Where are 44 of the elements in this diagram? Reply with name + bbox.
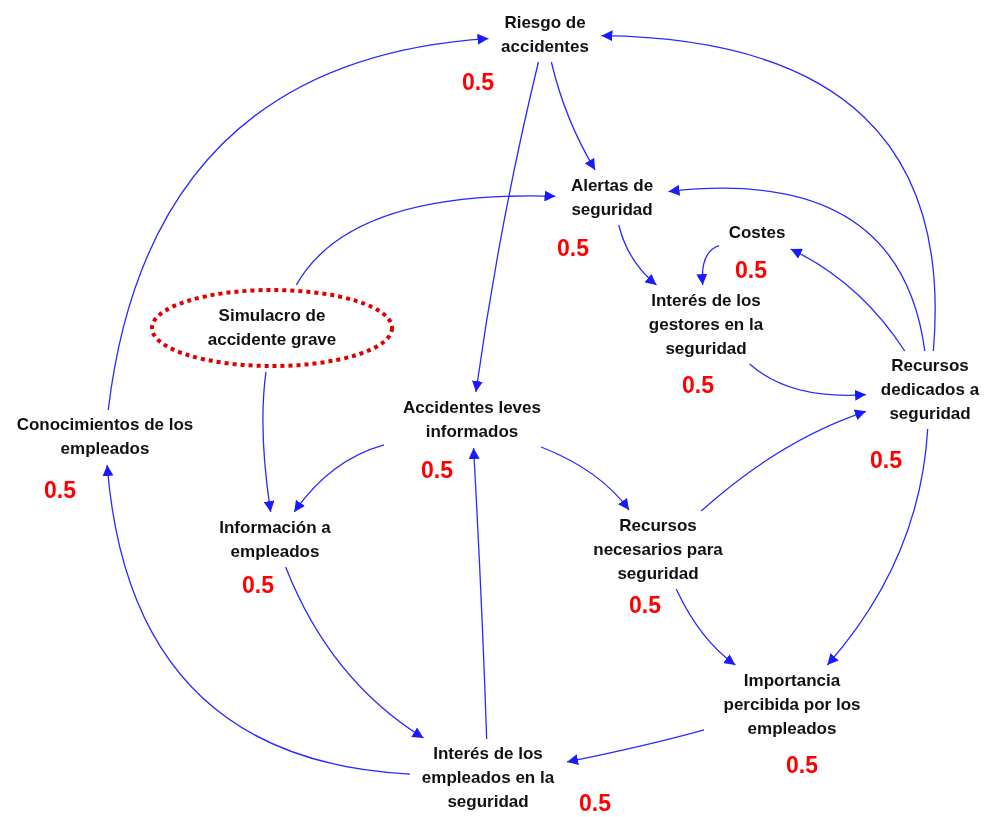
arrow [749, 363, 867, 401]
value-label: 0.5 [462, 68, 494, 96]
arrow [790, 248, 906, 352]
arrow [284, 566, 425, 739]
value-label: 0.5 [579, 789, 611, 817]
value-label: 0.5 [557, 234, 589, 262]
value-label: 0.5 [44, 476, 76, 504]
value-label: 0.5 [629, 591, 661, 619]
node-label: Accidentes leves informados [402, 397, 542, 443]
value-label: 0.5 [421, 456, 453, 484]
value-label: 0.5 [682, 371, 714, 399]
value-label: 0.5 [242, 571, 274, 599]
node-label: Riesgo de accidentes [500, 12, 590, 58]
value-label: 0.5 [870, 446, 902, 474]
arrow [262, 371, 275, 513]
arrow [700, 409, 867, 512]
value-label: 0.5 [786, 751, 818, 779]
node-label: Alertas de seguridad [569, 175, 655, 221]
arrow [540, 446, 630, 511]
arrow [472, 61, 540, 393]
node-label: Interés de los empleados en la seguridad [420, 743, 556, 813]
node-label: Importancia percibida por los empleados [722, 670, 862, 740]
dotted-ellipse [149, 287, 395, 369]
node-label: Interés de los gestores en la seguridad [647, 290, 765, 360]
arrow [826, 428, 929, 666]
node-label: Costes [727, 222, 787, 244]
arrow [468, 447, 488, 740]
arrow [600, 30, 936, 352]
node-label: Conocimientos de los empleados [15, 414, 195, 460]
arrow [618, 224, 658, 286]
arrow [103, 464, 411, 775]
arrow [675, 588, 737, 666]
node-label: Recursos dedicados a seguridad [879, 355, 981, 425]
arrow [107, 34, 490, 411]
arrow [667, 185, 926, 352]
node-label: Información a empleados [218, 517, 332, 563]
arrow [295, 190, 557, 286]
node-label: Simulacro de accidente grave [206, 305, 338, 351]
node-label: Recursos necesarios para seguridad [592, 515, 724, 585]
arrow [696, 245, 720, 286]
arrow [550, 61, 596, 171]
arrow [293, 444, 385, 513]
value-label: 0.5 [735, 256, 767, 284]
arrow [566, 729, 705, 766]
